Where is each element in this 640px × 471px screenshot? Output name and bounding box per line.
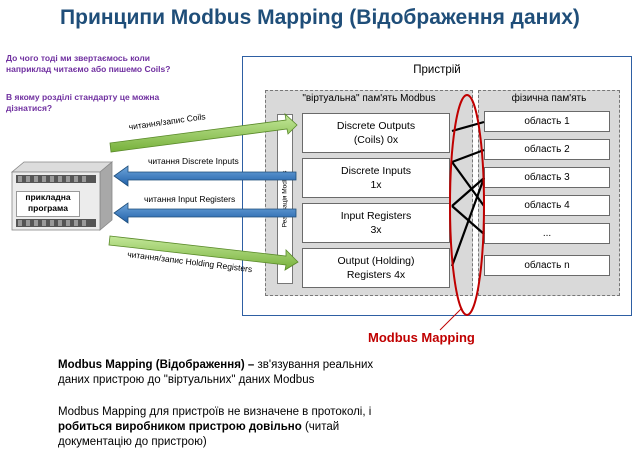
register-holding-registers: Output (Holding) Registers 4x [302, 248, 450, 288]
definition-paragraph: Modbus Mapping (Відображення) – зв'язува… [58, 358, 618, 388]
arrow-label-input-registers: читання Input Registers [144, 194, 236, 204]
register-input-registers: Input Registers 3x [302, 203, 450, 243]
arrow-label-discrete-inputs: читання Discrete Inputs [148, 156, 239, 166]
plc-label-line-2: програма [28, 203, 68, 213]
register-line-2: 1x [370, 179, 382, 191]
question-1-line-2: наприклад читаємо або пишемо Coils? [6, 64, 171, 74]
physical-area-ellipsis: ... [484, 223, 610, 244]
question-2-line-1: В якому розділі стандарту це можна [6, 92, 160, 102]
register-line-1: Discrete Inputs [340, 165, 412, 177]
question-1-line-1: До чого тоді ми звертаємось коли [6, 53, 150, 63]
arrow-discrete-inputs [113, 165, 297, 187]
plc-label: прикладна програма [16, 191, 80, 217]
question-2: В якому розділі стандарту це можна дізна… [6, 92, 159, 114]
physical-area-3: область 3 [484, 167, 610, 188]
mapping-ellipse [449, 94, 485, 316]
mapping-line [451, 177, 485, 207]
plc-label-line-1: прикладна [25, 192, 71, 202]
virtual-memory-title: "віртуальна" пам'ять Modbus [302, 93, 436, 104]
definition-text-1: зв'язування реальних [254, 359, 374, 371]
register-line-2: 3x [370, 224, 382, 236]
arrow-coils [109, 112, 298, 153]
physical-area-n: область n [484, 255, 610, 276]
register-line-1: Input Registers [340, 210, 412, 222]
device-title: Пристрій [413, 64, 461, 76]
note-bold: робиться виробником пристрою довільно [58, 421, 302, 433]
register-line-1: Discrete Outputs [336, 120, 416, 132]
register-discrete-outputs: Discrete Outputs (Coils) 0x [302, 113, 450, 153]
register-line-1: Output (Holding) [337, 255, 415, 267]
question-1: До чого тоді ми звертаємось коли наприкл… [6, 53, 170, 75]
mapping-lines [450, 120, 486, 267]
physical-area-2: область 2 [484, 139, 610, 160]
definition-text-2: даних пристрою до "віртуальних" даних Mo… [58, 374, 315, 386]
physical-area-1: область 1 [484, 111, 610, 132]
arrow-holding-registers [108, 235, 299, 271]
mapping-line [450, 177, 486, 267]
note-line-2-rest: (читай [301, 421, 340, 433]
note-line-1: Modbus Mapping для пристроїв не визначен… [58, 406, 372, 418]
definition-term: Modbus Mapping (Відображення) – [58, 359, 255, 371]
physical-memory-title: фізична пам'ять [511, 93, 587, 104]
mapping-line [451, 161, 485, 207]
register-discrete-inputs: Discrete Inputs 1x [302, 158, 450, 198]
mapping-line [451, 148, 485, 164]
register-line-2: Registers 4x [346, 269, 406, 281]
mapping-callout-line [439, 307, 463, 331]
arrow-input-registers [113, 202, 297, 224]
note-line-3: документацію до пристрою) [58, 436, 207, 448]
register-line-2: (Coils) 0x [353, 134, 399, 146]
question-2-line-2: дізнатися? [6, 103, 53, 113]
page-title: Принципи Modbus Mapping (Відображення да… [60, 6, 580, 29]
note-paragraph: Modbus Mapping для пристроїв не визначен… [58, 405, 618, 450]
modbus-mapping-label: Modbus Mapping [368, 330, 475, 345]
